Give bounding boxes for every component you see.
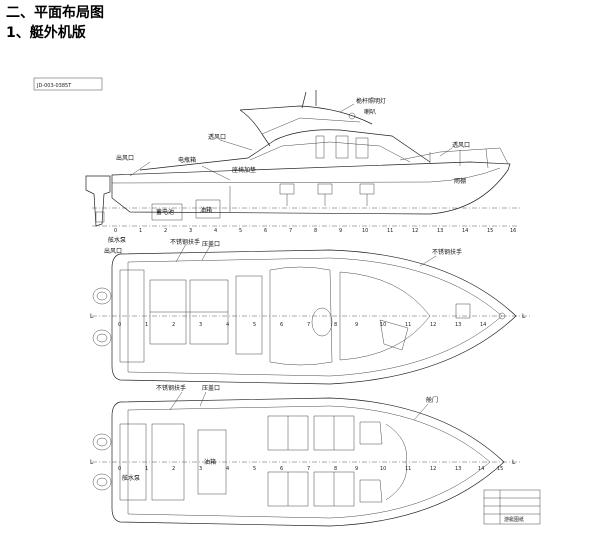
station-label: 4 bbox=[214, 228, 217, 234]
station-label: 14 bbox=[478, 466, 484, 472]
plan-stations-bottom: 0 1 2 3 4 5 6 7 8 9 10 11 12 13 14 15 bbox=[118, 466, 503, 472]
station-label: 12 bbox=[430, 322, 436, 328]
drawing-number-box: JD-003-0385T bbox=[33, 77, 103, 91]
handrail-label: 不锈钢扶手 bbox=[156, 384, 186, 392]
fuel-tank-label: 油箱 bbox=[200, 206, 212, 214]
station-label: 10 bbox=[362, 228, 368, 234]
station-label: 16 bbox=[510, 228, 516, 234]
station-label: 4 bbox=[226, 322, 229, 328]
station-label: 1 bbox=[139, 228, 142, 234]
aft-vent-label: 出风口 bbox=[116, 154, 134, 162]
station-label: 12 bbox=[430, 466, 436, 472]
handrail-label: 不锈钢扶手 bbox=[170, 238, 200, 246]
station-label: 9 bbox=[339, 228, 342, 234]
station-label: 1 bbox=[145, 322, 148, 328]
station-label: 3 bbox=[189, 228, 192, 234]
plan-stations-top: 0 1 2 3 4 5 6 7 8 9 10 11 12 13 14 bbox=[118, 322, 486, 328]
station-label: 0 bbox=[118, 466, 121, 472]
station-label: 2 bbox=[172, 322, 175, 328]
rain-cover-label: 雨棚 bbox=[454, 177, 466, 185]
section-heading: 二、平面布局图 bbox=[6, 5, 104, 21]
aft-vent-label: 出风口 bbox=[104, 247, 122, 255]
interior-plan-view: 0 1 2 3 4 5 6 7 8 9 10 11 12 13 14 15 L … bbox=[90, 384, 520, 527]
station-label: 5 bbox=[253, 466, 256, 472]
station-label: 7 bbox=[307, 322, 310, 328]
station-label: 11 bbox=[387, 228, 393, 234]
station-label: 5 bbox=[253, 322, 256, 328]
station-label: 11 bbox=[405, 322, 411, 328]
station-label: 10 bbox=[380, 466, 386, 472]
station-label: 7 bbox=[289, 228, 292, 234]
station-label: 10 bbox=[380, 322, 386, 328]
deck-plan-view: 0 1 2 3 4 5 6 7 8 9 10 11 12 13 14 L L 不… bbox=[90, 238, 532, 385]
seat-label: 座椅加垫 bbox=[232, 166, 256, 174]
station-label: 8 bbox=[314, 228, 317, 234]
centerline-l-label: L bbox=[90, 459, 94, 466]
hatch-label: 压盖口 bbox=[202, 240, 220, 248]
bilge-pump-label: 舷水泵 bbox=[122, 474, 140, 482]
side-stations: 0 1 2 3 4 5 6 7 8 9 10 11 12 13 14 15 16 bbox=[114, 228, 516, 234]
station-label: 15 bbox=[487, 228, 493, 234]
station-label: 1 bbox=[145, 466, 148, 472]
station-label: 9 bbox=[355, 322, 358, 328]
drawing-number: JD-003-0385T bbox=[36, 83, 72, 89]
station-label: 11 bbox=[405, 466, 411, 472]
handrail-label: 不锈钢扶手 bbox=[432, 248, 462, 256]
vent-window-label: 透风口 bbox=[452, 141, 470, 149]
centerline-l-label: L bbox=[90, 313, 94, 320]
side-profile-view: 0 1 2 3 4 5 6 7 8 9 10 11 12 13 14 15 16… bbox=[85, 90, 520, 244]
station-label: 12 bbox=[412, 228, 418, 234]
station-label: 2 bbox=[164, 228, 167, 234]
centerline-l-label: L bbox=[512, 459, 516, 466]
station-label: 13 bbox=[437, 228, 443, 234]
station-label: 13 bbox=[455, 466, 461, 472]
station-label: 4 bbox=[226, 466, 229, 472]
station-label: 9 bbox=[355, 466, 358, 472]
station-label: 6 bbox=[264, 228, 267, 234]
horn-label: 喇叭 bbox=[364, 108, 376, 116]
fuel-tank-label: 油箱 bbox=[204, 458, 216, 466]
antenna-light-label: 桅杆照明灯 bbox=[356, 97, 386, 105]
cabin-door-label: 舱门 bbox=[426, 396, 438, 404]
station-label: 3 bbox=[199, 466, 202, 472]
station-label: 3 bbox=[199, 322, 202, 328]
title-block: 游艇图纸 bbox=[483, 489, 541, 525]
station-label: 13 bbox=[455, 322, 461, 328]
station-label: 7 bbox=[307, 466, 310, 472]
station-label: 2 bbox=[172, 466, 175, 472]
station-label: 8 bbox=[334, 466, 337, 472]
station-label: 8 bbox=[334, 322, 337, 328]
station-label: 0 bbox=[118, 322, 121, 328]
subsection-heading: 1、艇外机版 bbox=[6, 25, 86, 41]
vent-window-label: 透风口 bbox=[208, 133, 226, 141]
station-label: 14 bbox=[462, 228, 468, 234]
station-label: 6 bbox=[280, 466, 283, 472]
station-label: 5 bbox=[239, 228, 242, 234]
station-label: 6 bbox=[280, 322, 283, 328]
station-label: 0 bbox=[114, 228, 117, 234]
station-label: 15 bbox=[497, 466, 503, 472]
electric-box-label: 电瓶箱 bbox=[178, 156, 196, 164]
battery-label: 蓄电池 bbox=[156, 208, 174, 216]
hatch-label: 压盖口 bbox=[202, 384, 220, 392]
title-block-text: 游艇图纸 bbox=[504, 516, 524, 523]
centerline-l-label: L bbox=[522, 313, 526, 320]
station-label: 14 bbox=[480, 322, 486, 328]
bilge-pump-label: 舷水泵 bbox=[108, 236, 126, 244]
